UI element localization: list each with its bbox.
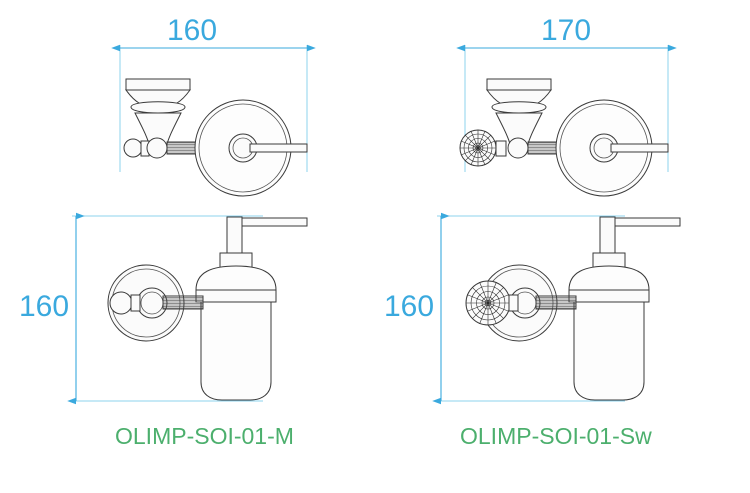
dimension-label-height-m: 160 bbox=[19, 290, 69, 323]
bottle-body-sw bbox=[573, 301, 645, 401]
finial-ball-metal-front bbox=[109, 291, 133, 315]
finial-neck-front-sw bbox=[508, 294, 519, 312]
drawing-olimp-soi-01-m: OLIMP-SOI-01-M 160 160 bbox=[19, 14, 316, 449]
bracket-collar-sw bbox=[491, 101, 547, 114]
front-view-m bbox=[67, 212, 308, 405]
finial-neck bbox=[140, 140, 150, 157]
bracket-collar bbox=[130, 101, 186, 114]
dimension-label-height-sw: 160 bbox=[384, 290, 434, 323]
top-view-sw bbox=[456, 44, 677, 197]
front-view-sw bbox=[432, 212, 681, 405]
dimension-label-width-m: 160 bbox=[167, 14, 217, 47]
knuckle-ring bbox=[146, 137, 168, 159]
connector-arm-front-sw bbox=[535, 295, 577, 310]
finial-neck-front bbox=[130, 294, 141, 312]
finial-ball-crystal bbox=[459, 129, 497, 167]
pump-spout-top-sw bbox=[610, 143, 669, 153]
wall-plate-top bbox=[125, 78, 191, 91]
product-code-label-m: OLIMP-SOI-01-M bbox=[115, 423, 294, 449]
top-view-m bbox=[111, 44, 316, 197]
knuckle-ring-sw bbox=[507, 137, 529, 159]
product-code-label-sw: OLIMP-SOI-01-Sw bbox=[460, 423, 652, 449]
bottle-collar-sw bbox=[568, 289, 650, 303]
dimension-label-width-sw: 170 bbox=[541, 14, 591, 47]
bottle-body bbox=[200, 301, 272, 401]
finial-neck-sw bbox=[495, 140, 507, 157]
connector-arm-front bbox=[162, 295, 204, 310]
drawing-olimp-soi-01-sw: OLIMP-SOI-01-Sw 170 160 bbox=[384, 14, 681, 449]
pump-spout-front-sw bbox=[614, 217, 681, 227]
pump-shaft-sw bbox=[599, 216, 616, 254]
pump-shaft bbox=[226, 216, 243, 254]
pump-spout-front bbox=[241, 217, 308, 227]
finial-ball-crystal-front bbox=[465, 280, 511, 326]
finial-ball-metal bbox=[123, 138, 143, 158]
bottle-collar bbox=[195, 289, 277, 303]
pump-spout-top bbox=[249, 143, 308, 153]
bottle-shoulder bbox=[195, 265, 277, 291]
bottle-shoulder-sw bbox=[568, 265, 650, 291]
wall-plate-top-sw bbox=[486, 78, 552, 91]
